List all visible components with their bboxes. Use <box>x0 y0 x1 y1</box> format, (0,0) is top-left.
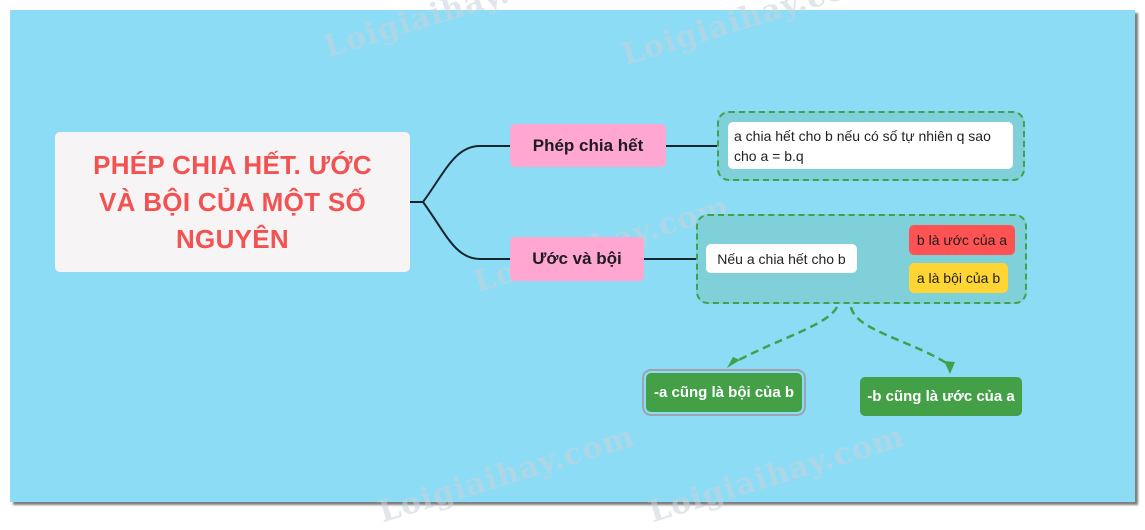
root-topic[interactable]: PHÉP CHIA HẾT. ƯỚC VÀ BỘI CỦA MỘT SỐ NGU… <box>55 132 410 272</box>
result-label: a là bội của b <box>916 270 1001 286</box>
branch-phep-chia-het[interactable]: Phép chia hết <box>510 124 666 167</box>
definition-label: a chia hết cho b nếu có số tự nhiên q sa… <box>734 127 991 164</box>
arrowhead-icon <box>944 361 955 374</box>
branch-label: Phép chia hết <box>532 135 644 155</box>
branch-label: Ước và bội <box>532 249 622 268</box>
relation-label: -a cũng là bội của b <box>653 384 795 401</box>
root-topic-label: PHÉP CHIA HẾT. ƯỚC VÀ BỘI CỦA MỘT SỐ NGU… <box>93 149 372 254</box>
arrowhead-icon <box>727 357 740 368</box>
condition-node[interactable]: Nếu a chia hết cho b <box>706 244 857 273</box>
relation-node-negative-a[interactable]: -a cũng là bội của b <box>642 369 806 416</box>
relation-node-negative-b[interactable]: -b cũng là ước của a <box>860 377 1022 416</box>
relation-label: -b cũng là ước của a <box>867 388 1015 405</box>
result-node-uoc[interactable]: b là ước của a <box>909 225 1015 255</box>
branch-uoc-va-boi[interactable]: Ước và bội <box>510 237 644 281</box>
result-node-boi[interactable]: a là bội của b <box>909 263 1008 293</box>
definition-node[interactable]: a chia hết cho b nếu có số tự nhiên q sa… <box>728 122 1013 169</box>
result-label: b là ước của a <box>916 232 1008 248</box>
condition-label: Nếu a chia hết cho b <box>717 250 846 267</box>
